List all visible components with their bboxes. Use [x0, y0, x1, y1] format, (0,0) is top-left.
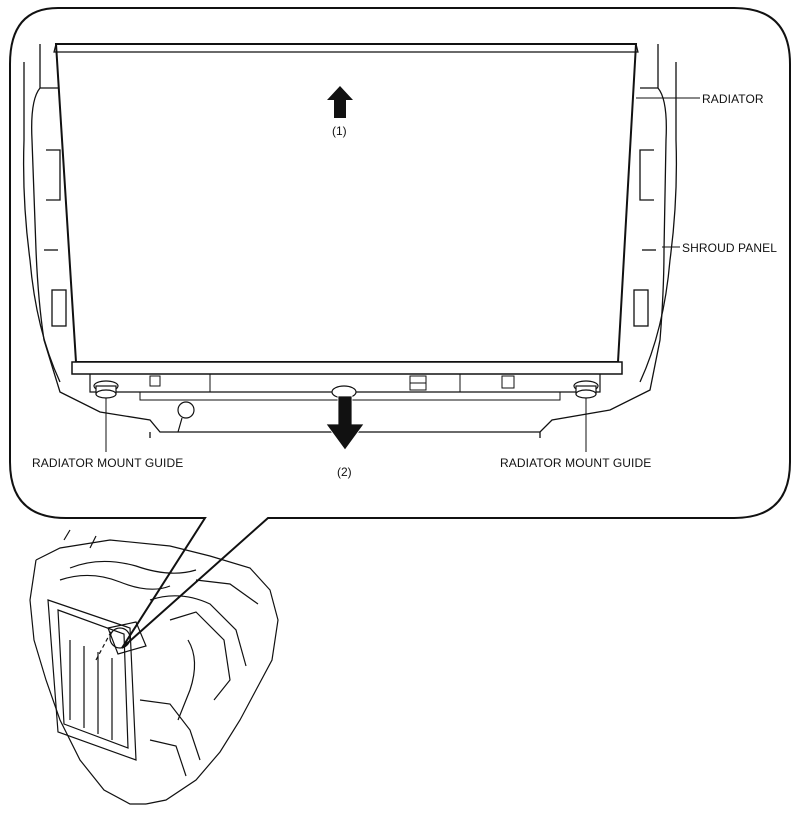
radiator: [53, 43, 639, 433]
step-2-label: (2): [337, 465, 352, 479]
engine-bay-overview: [29, 529, 279, 805]
mount-guide-right-part: [573, 380, 599, 399]
label-mount-guide-right: RADIATOR MOUNT GUIDE: [500, 456, 652, 470]
label-radiator: RADIATOR: [702, 92, 764, 106]
label-shroud-panel: SHROUD PANEL: [682, 241, 777, 255]
arrow-up-icon: [327, 86, 353, 118]
mount-guide-left-part: [93, 380, 119, 399]
step-1-label: (1): [332, 124, 347, 138]
label-mount-guide-left: RADIATOR MOUNT GUIDE: [32, 456, 184, 470]
arrow-down-icon: [325, 395, 365, 451]
